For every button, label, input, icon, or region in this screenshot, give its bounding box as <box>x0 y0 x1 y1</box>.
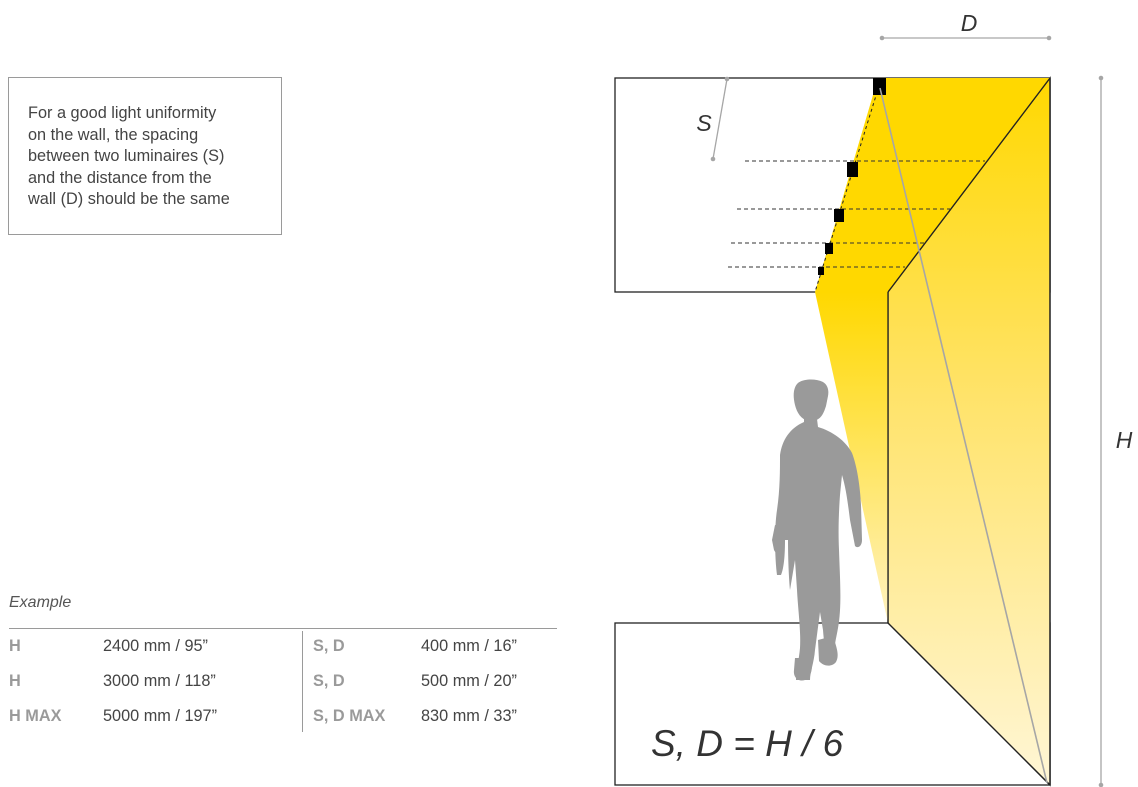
row-key-h: H <box>9 672 21 690</box>
h-label: H <box>1116 427 1133 453</box>
wall-edge <box>887 77 1051 293</box>
note-line: and the distance from the <box>28 168 212 187</box>
row-value-sd: 500 mm / 20” <box>421 672 517 690</box>
table-divider <box>9 628 557 629</box>
s-label: S <box>696 110 712 136</box>
row-value-sd: 400 mm / 16” <box>421 637 517 655</box>
example-label: Example <box>9 594 72 611</box>
row-key-sd: S, D <box>313 637 345 655</box>
row-value-h: 2400 mm / 95” <box>103 637 208 655</box>
dimension-dot <box>710 156 716 162</box>
note-line: wall (D) should be the same <box>28 190 230 208</box>
note-line: For a good light uniformity <box>28 104 217 122</box>
luminaire <box>825 243 833 254</box>
light-beam-ceiling <box>815 78 1050 292</box>
row-key-sd: S, D <box>313 672 345 690</box>
dimension-dot <box>724 76 730 82</box>
luminaire <box>834 209 844 222</box>
dimension-dot <box>1098 75 1104 81</box>
row-key-h: H <box>9 637 21 655</box>
dimension-dot <box>879 35 885 41</box>
luminaire <box>873 78 886 95</box>
note-line: between two luminaires (S) <box>28 147 225 165</box>
luminaire <box>847 162 858 177</box>
row-value-sd: 830 mm / 33” <box>421 707 517 725</box>
table-column-divider <box>302 631 303 732</box>
light-reach-line <box>879 87 1048 784</box>
dimension-dot <box>1046 35 1052 41</box>
explanation-note: For a good light uniformity on the wall,… <box>8 77 282 235</box>
row-key-h: H MAX <box>9 707 62 725</box>
row-key-sd: S, D MAX <box>313 707 386 725</box>
luminaire <box>818 267 824 275</box>
row-value-h: 5000 mm / 197” <box>103 707 218 725</box>
note-line: on the wall, the spacing <box>28 125 199 144</box>
s-dimension-line <box>712 78 728 160</box>
row-value-h: 3000 mm / 118” <box>103 672 216 690</box>
d-label: D <box>961 10 978 36</box>
person-silhouette <box>772 379 862 681</box>
wall-edge <box>887 622 1051 786</box>
formula-label: S, D = H / 6 <box>651 723 844 764</box>
dimension-dot <box>1098 782 1104 787</box>
